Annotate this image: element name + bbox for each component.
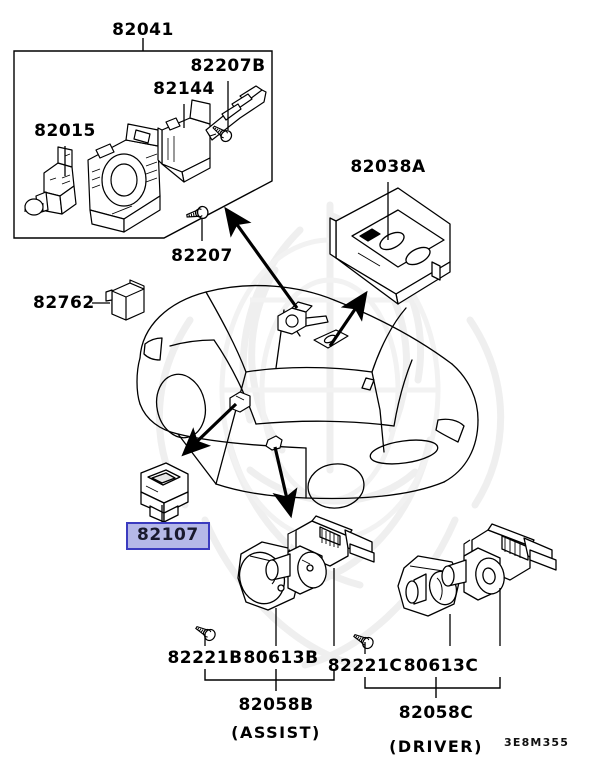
part-illustration-82058C xyxy=(441,523,557,601)
label-82041: 82041 xyxy=(112,20,174,40)
part-illustration-82144 xyxy=(157,99,211,183)
label-82221C: 82221C xyxy=(327,656,403,676)
vehicle-mounted-parts xyxy=(229,301,349,451)
label-82221B: 82221B xyxy=(167,648,243,668)
part-illustration-82015 xyxy=(24,146,77,216)
label-82038A: 82038A xyxy=(350,157,426,177)
bracket-82058B xyxy=(204,669,335,691)
part-illustration-80613C xyxy=(397,555,461,617)
label-82144: 82144 xyxy=(153,79,215,99)
part-illustration-82038A xyxy=(329,187,451,305)
part-illustration-stalk xyxy=(205,85,267,141)
part-illustration-82107 xyxy=(140,462,189,523)
arrow-to-82058 xyxy=(272,446,298,519)
callout-arrows xyxy=(181,206,368,519)
label-assist-note: (ASSIST) xyxy=(231,723,321,742)
label-82207B: 82207B xyxy=(190,56,266,76)
label-82762: 82762 xyxy=(33,293,95,313)
part-illustration-clockspring xyxy=(87,123,161,233)
label-82107-highlighted[interactable]: 82107 xyxy=(126,522,210,550)
assembly-box-82041 xyxy=(13,38,273,239)
part-illustration-82762 xyxy=(105,279,145,321)
arrow-to-82107 xyxy=(181,402,238,457)
label-80613B: 80613B xyxy=(243,648,319,668)
assembly-leader-lines xyxy=(64,81,229,176)
label-driver-note: (DRIVER) xyxy=(389,737,483,756)
label-80613C: 80613C xyxy=(403,656,479,676)
arrow-to-82038A xyxy=(328,290,368,347)
label-82015: 82015 xyxy=(34,121,96,141)
part-illustration-82207-screw xyxy=(185,205,210,222)
label-82207: 82207 xyxy=(171,246,233,266)
label-82058C: 82058C xyxy=(398,703,474,723)
arrow-to-82041 xyxy=(224,206,299,309)
bracket-82058C xyxy=(364,677,501,698)
label-82058B: 82058B xyxy=(238,695,314,715)
diagram-code: 3E8M355 xyxy=(504,736,570,749)
part-illustration-82058B xyxy=(265,515,375,595)
